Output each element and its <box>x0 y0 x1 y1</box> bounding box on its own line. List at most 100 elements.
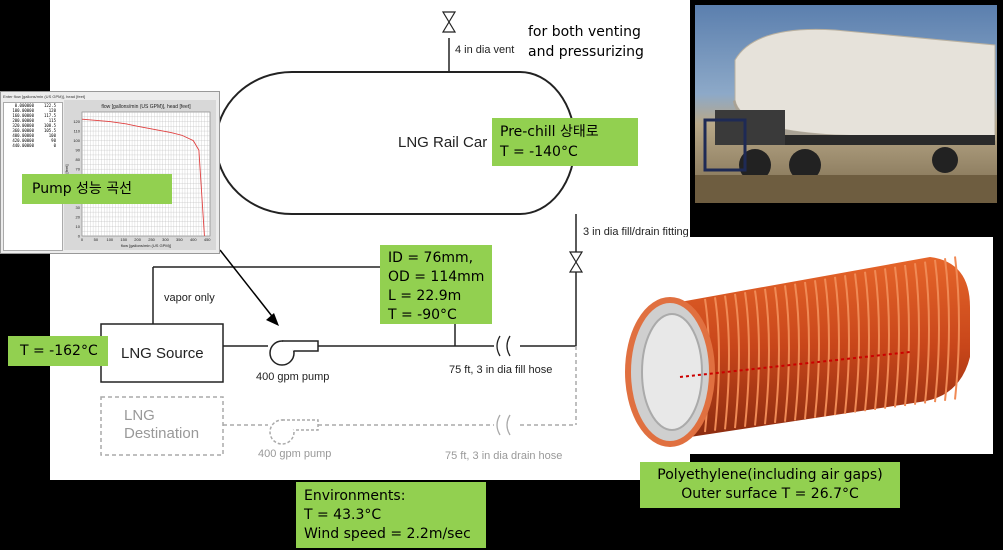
rail-car-image <box>695 28 997 203</box>
x-tick-label: 250 <box>148 237 155 242</box>
pump-table-flow: 200.00000 <box>12 118 34 123</box>
y-tick-label: 120 <box>73 119 80 124</box>
pump-table-row: 360.00000 105.5 <box>4 128 62 133</box>
y-tick-label: 70 <box>76 167 81 172</box>
hose-rib <box>954 256 960 400</box>
vent-note: for both venting and pressurizing <box>528 24 644 60</box>
vent-label: 4 in dia vent <box>455 44 515 56</box>
hose-rib <box>724 295 730 430</box>
pump-table-row: 440.00000 0 <box>4 143 62 148</box>
pipe-spec-callout: ID = 76mm, OD = 114mm L = 22.9m T = -90°… <box>380 245 492 324</box>
fill-hose-label: 75 ft, 3 in dia fill hose <box>449 364 553 376</box>
dest-pump-label: 400 gpm pump <box>258 448 332 460</box>
pump-table-head: 122.5 <box>43 103 56 108</box>
pump-table-row: 160.00000 117.5 <box>4 113 62 118</box>
hose-rib <box>864 271 870 412</box>
x-tick-label: 350 <box>176 237 183 242</box>
y-tick-label: 20 <box>76 214 81 219</box>
hose-photo <box>610 237 993 454</box>
source-label: LNG Source <box>121 345 204 362</box>
vapor-label: vapor only <box>164 292 215 304</box>
hose-rib <box>824 278 830 417</box>
x-tick-label: 150 <box>120 237 127 242</box>
hose-rib <box>894 266 900 408</box>
y-tick-label: 90 <box>76 148 81 153</box>
hose-rib <box>834 276 840 416</box>
pump-curve-callout: Pump 성능 곡선 <box>22 174 172 204</box>
pump-curve-line <box>81 118 205 237</box>
pump-curve-arrow <box>219 249 276 321</box>
lng-source-box <box>100 323 224 383</box>
hose-rib <box>814 280 820 418</box>
source-temp-callout: T = -162°C <box>8 336 108 366</box>
x-tick-label: 400 <box>190 237 197 242</box>
pump-table-flow: 160.00000 <box>12 113 34 118</box>
y-tick-label: 10 <box>76 224 81 229</box>
x-axis-label: flow [gallons/min (US GPM)] <box>121 243 171 248</box>
x-tick-label: 100 <box>106 237 113 242</box>
pump-icon <box>269 340 319 366</box>
x-tick-label: 300 <box>162 237 169 242</box>
y-tick-label: 110 <box>74 129 81 134</box>
hose-rib <box>784 285 790 422</box>
hose-rib <box>764 288 770 425</box>
hose-material-callout: Polyethylene(including air gaps) Outer s… <box>640 462 900 508</box>
hose-rib <box>734 293 740 429</box>
fill-fitting-label: 3 in dia fill/drain fitting <box>583 226 689 238</box>
hose-rib <box>844 275 850 414</box>
hose-rib <box>934 259 940 403</box>
pump-table-flow: 420.00000 <box>12 138 34 143</box>
pump-table-flow: 440.00000 <box>12 143 34 148</box>
hose-rib <box>924 261 930 404</box>
hose-rib <box>714 297 720 431</box>
hose-rib <box>914 263 920 405</box>
pump-table-row: 420.00000 90 <box>4 138 62 143</box>
pump-curve-window: Enter flow [gallons/min (US GPM)], head … <box>0 91 220 254</box>
pump-table-head: 117.5 <box>43 113 56 118</box>
pump-table-head: 115 <box>48 118 56 123</box>
pump-table-head: 120 <box>48 108 56 113</box>
pump-table-row: 200.00000 115 <box>4 118 62 123</box>
hose-rib <box>804 281 810 420</box>
x-tick-label: 450 <box>204 237 211 242</box>
rail-car-label: LNG Rail Car <box>398 134 488 151</box>
dest-pump-icon <box>269 419 319 445</box>
y-tick-label: 80 <box>76 157 81 162</box>
pump-table-head: 0 <box>53 143 56 148</box>
hose-rib <box>744 292 750 427</box>
arrow-head-icon <box>266 313 279 326</box>
hose-image <box>625 256 970 447</box>
hose-rib <box>794 283 800 421</box>
pump-table-head: 90 <box>51 138 56 143</box>
pump-curve-header: Enter flow [gallons/min (US GPM)], head … <box>3 94 86 99</box>
pump-table-head: 108.5 <box>43 123 56 128</box>
x-tick-label: 50 <box>94 237 99 242</box>
y-tick-label: 100 <box>73 138 80 143</box>
hose-rib <box>854 273 860 413</box>
pump-table-flow: 360.00000 <box>12 128 34 133</box>
pump-table-flow: 0.000000 <box>14 103 34 108</box>
x-tick-label: 0 <box>81 237 84 242</box>
hose-rib <box>904 264 910 407</box>
fill-hose-break-icon <box>496 335 511 357</box>
drain-hose-label: 75 ft, 3 in dia drain hose <box>445 450 563 462</box>
y-tick-label: 0 <box>78 234 81 239</box>
chart-title: flow [gallons/min (US GPM)], head [feet] <box>101 104 191 110</box>
hose-rib <box>884 268 890 409</box>
rail-car-photo <box>695 5 997 203</box>
hose-rib <box>944 258 950 401</box>
pump-table-head: 100 <box>48 133 56 138</box>
y-tick-label: 30 <box>76 205 81 210</box>
hose-rib <box>774 286 780 424</box>
prechill-callout: Pre-chill 상태로 T = -140°C <box>492 118 638 166</box>
pump-table-head: 105.5 <box>43 128 56 133</box>
destination-label: LNG Destination <box>124 407 200 442</box>
hose-rib <box>754 290 760 426</box>
vent-valve-icon <box>441 11 457 33</box>
pump-table-row: 0.000000 122.5 <box>4 103 62 108</box>
lng-destination-box <box>100 396 224 456</box>
fill-valve-icon <box>568 251 584 273</box>
